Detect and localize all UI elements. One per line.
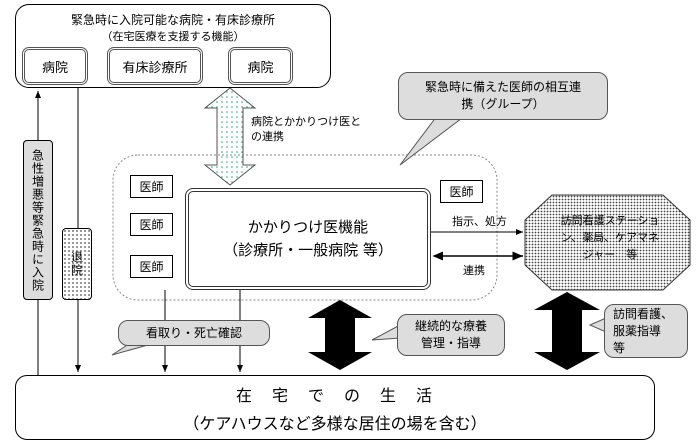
callout-line: 看取り・死亡確認 — [145, 325, 242, 340]
clinic-with-beds-box: 有床診療所 — [107, 47, 203, 85]
services-line: ジャー 等 — [582, 248, 638, 261]
group-callout: 緊急時に備えた医師の相互連 携（グループ） — [398, 72, 608, 120]
label-line: の連携 — [251, 130, 284, 143]
services-text: 訪問看護ステーショ ン、薬局、ケアマネ ジャー 等 — [535, 212, 685, 263]
family-doctor-function-box: かかりつけ医機能 （診療所・一般病院 等） — [185, 188, 431, 290]
label-line: 病院とかかりつけ医と — [251, 115, 362, 128]
home-subtitle: （ケアハウスなど多様な居住の場を含む） — [183, 414, 487, 433]
main-title: かかりつけ医機能 — [247, 218, 369, 236]
doctor-box: 医師 — [130, 255, 173, 278]
hospital-group-box: 緊急時に入院可能な病院・有床診療所 （在宅医療を支援する機能） 病院 有床診療所… — [15, 4, 331, 88]
hospital-box-2: 病院 — [228, 47, 293, 85]
admission-box: 急性増悪等緊急時に入院 — [23, 140, 53, 300]
callout-line: 訪問看護、 — [613, 306, 674, 321]
main-subtitle: （診療所・一般病院 等） — [223, 241, 393, 259]
home-life-box: 在 宅 で の 生 活 （ケアハウスなど多様な居住の場を含む） — [15, 375, 655, 440]
hospital-link-arrow — [203, 87, 257, 186]
services-line: ン、薬局、ケアマネ — [560, 231, 660, 244]
callout-line: 等 — [613, 340, 626, 355]
callout-line: 携（グループ） — [461, 97, 545, 111]
care-tail — [371, 324, 401, 341]
services-line: 訪問看護ステーショ — [560, 214, 660, 227]
care-callout: 継続的な療養 管理・指導 — [397, 314, 505, 356]
doctor-box: 医師 — [440, 180, 483, 203]
hospital-box: 病院 — [22, 47, 88, 85]
cooperation-label: 連携 — [463, 264, 485, 277]
hospital-group-subtitle: （在宅医療を支援する機能） — [101, 30, 245, 43]
doctor-box: 医師 — [130, 213, 173, 236]
discharge-box: 退院 — [62, 228, 92, 300]
nursing-callout: 訪問看護、 服薬指導 等 — [604, 304, 688, 358]
instruction-label: 指示、処方 — [452, 215, 507, 228]
mitori-callout: 看取り・死亡確認 — [118, 320, 270, 346]
nursing-double-arrow — [534, 292, 600, 370]
hospital-link-label: 病院とかかりつけ医と の連携 — [251, 114, 361, 144]
doctor-box: 医師 — [130, 175, 173, 198]
doctor-group-boundary — [112, 154, 498, 301]
home-title: 在 宅 で の 生 活 — [235, 386, 434, 405]
hospital-group-title: 緊急時に入院可能な病院・有床診療所 — [70, 13, 275, 27]
callout-line: 緊急時に備えた医師の相互連 — [424, 80, 581, 94]
callout-line: 管理・指導 — [420, 336, 481, 350]
services-octagon — [524, 194, 691, 291]
callout-line: 継続的な療養 — [414, 319, 487, 333]
callout-line: 服薬指導 — [613, 323, 662, 338]
care-double-arrow — [308, 300, 372, 370]
